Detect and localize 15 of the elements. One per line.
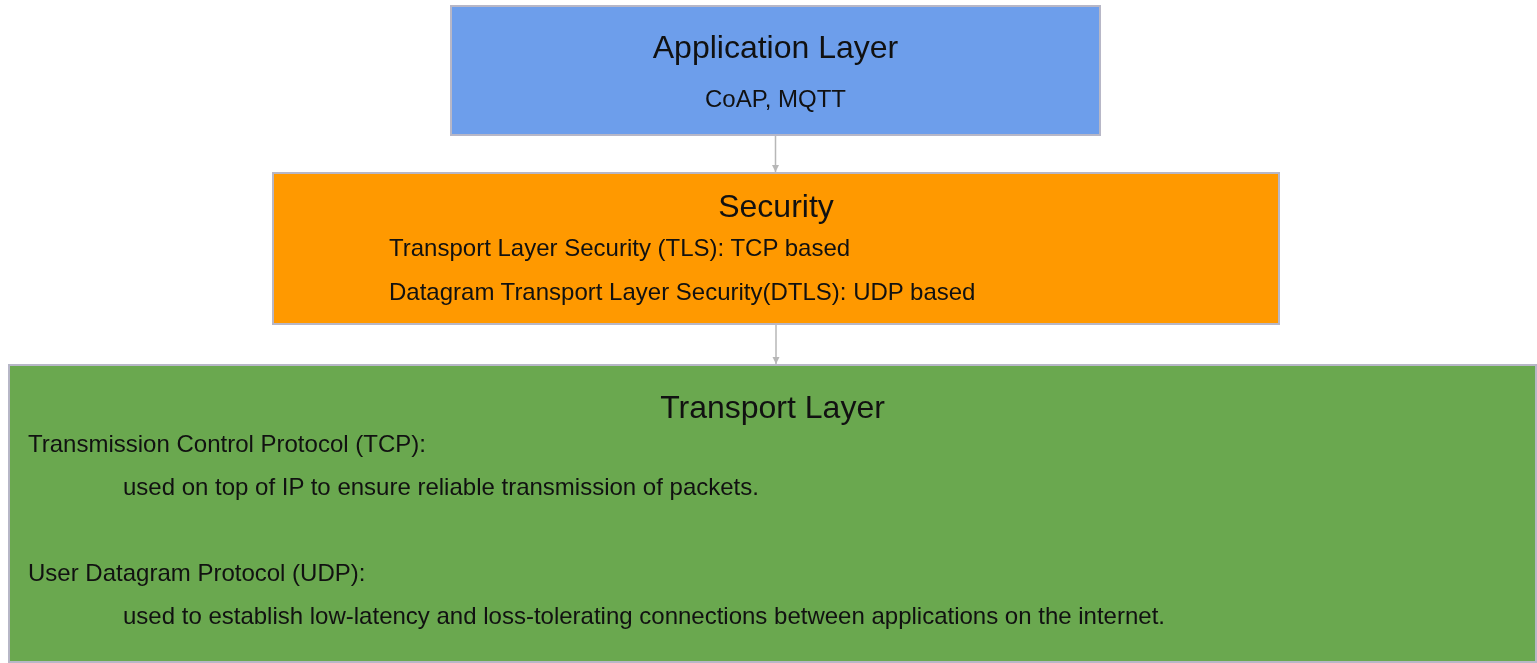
layer-description: User Datagram Protocol (UDP): xyxy=(28,558,366,588)
layer-title: Transport Layer xyxy=(659,387,886,427)
layer-box xyxy=(272,172,1280,325)
layer-description: used on top of IP to ensure reliable transmission of packets. xyxy=(123,472,759,502)
arrow xyxy=(771,135,780,173)
arrow xyxy=(772,324,780,365)
layer-description: Transmission Control Protocol (TCP): xyxy=(28,429,426,459)
layer-description: CoAP, MQTT xyxy=(704,84,847,114)
layer-description: used to establish low-latency and loss-tolerating connections between applications on the internet. xyxy=(123,601,1165,631)
layer-description: Datagram Transport Layer Security(DTLS): UDP based xyxy=(389,277,976,307)
layer-box xyxy=(450,5,1101,136)
layer-description: Transport Layer Security (TLS): TCP based xyxy=(389,233,851,263)
layer-title: Application Layer xyxy=(651,27,900,67)
layer-title: Security xyxy=(717,186,835,226)
layer-box xyxy=(8,364,1537,663)
